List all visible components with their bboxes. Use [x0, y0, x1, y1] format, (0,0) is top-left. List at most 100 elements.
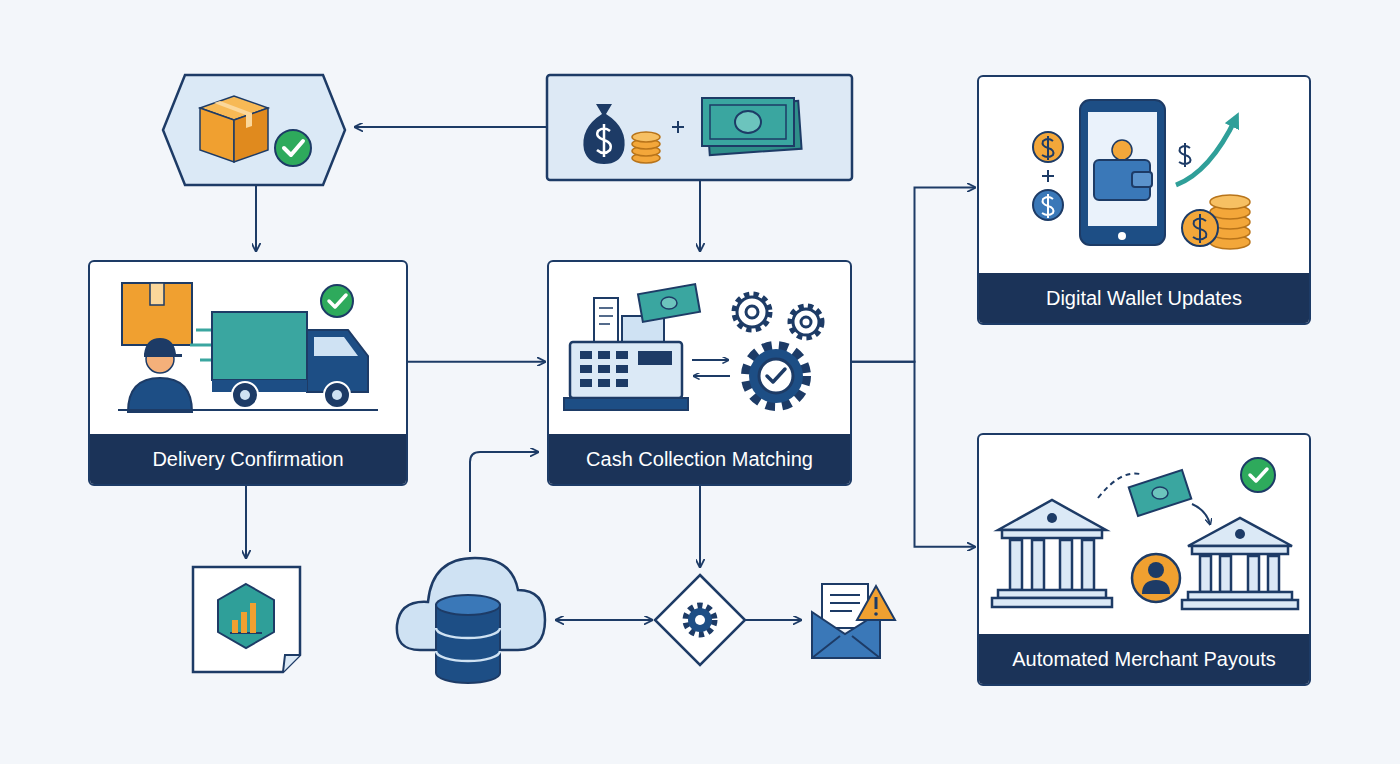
payout-illustration-part-part: [1248, 556, 1259, 592]
package-hexagon-part: [200, 108, 234, 162]
box-label: Cash Collection Matching: [586, 447, 813, 471]
decision-diamond-part: [655, 575, 745, 665]
matching-illustration-part-part: [598, 365, 610, 373]
wallet-illustration-part: [1210, 195, 1250, 209]
connector-group: [408, 188, 975, 547]
matching-illustration-part: [638, 284, 700, 322]
email-alert-part: [812, 636, 880, 658]
label-band: Delivery Confirmation: [90, 434, 406, 484]
process-box: Automated Merchant Payouts: [977, 433, 1311, 686]
payout-illustration-part-part: [998, 500, 1106, 530]
payout-illustration-part-part: [1268, 556, 1279, 592]
delivery-illustration-part: [321, 285, 353, 317]
matching-illustration-part: [793, 309, 819, 335]
delivery-illustration-part: [212, 312, 307, 380]
money-box-part: [583, 104, 624, 164]
report-icon: [193, 567, 300, 672]
matching-illustration-part: [746, 346, 806, 406]
delivery-illustration-part: [144, 338, 182, 357]
money-box-part: [547, 75, 852, 180]
flow-arrow-part: [556, 619, 652, 621]
matching-illustration-part: [580, 351, 672, 387]
email-alert-part: [830, 595, 860, 611]
flow-arrow-part: [699, 486, 701, 567]
report-icon-part: [193, 567, 300, 672]
payout-illustration-part-part: [992, 598, 1112, 607]
delivery-illustration-part: [232, 382, 258, 408]
cloud-database: [397, 558, 545, 683]
matching-illustration-part: [759, 359, 793, 393]
matching-illustration-part: [622, 316, 664, 342]
money-box-part: [735, 111, 761, 133]
email-alert: [812, 584, 895, 658]
matching-illustration: [564, 284, 821, 410]
wallet-illustration-part: [1088, 112, 1157, 226]
delivery-illustration-part: [128, 378, 192, 412]
wallet-illustration-part: [1042, 170, 1054, 182]
process-box: Cash Collection Matching: [547, 260, 852, 486]
box-label: Automated Merchant Payouts: [1012, 647, 1275, 671]
payout-illustration-part-part: [1192, 546, 1288, 554]
label-band: Automated Merchant Payouts: [979, 634, 1309, 684]
matching-illustration-part-part: [638, 351, 672, 365]
email-alert-part: [875, 597, 878, 609]
matching-illustration-part-part: [598, 379, 610, 387]
money-box-part: [632, 132, 660, 142]
delivery-illustration-part: [314, 337, 358, 356]
matching-illustration-part: [735, 295, 769, 329]
delivery-illustration-part: [324, 382, 350, 408]
process-box: Delivery Confirmation: [88, 260, 408, 486]
wallet-illustration-part: [1042, 136, 1053, 160]
payout-illustration-part: [1148, 562, 1164, 578]
report-icon-part: [241, 612, 247, 633]
money-box-part: [672, 121, 684, 133]
box-label: Digital Wallet Updates: [1046, 286, 1242, 310]
flow-connector: [408, 361, 545, 363]
label-band: Digital Wallet Updates: [979, 273, 1309, 323]
package-hexagon-part: [275, 130, 311, 166]
decision-diamond: [655, 575, 745, 665]
label-band: Cash Collection Matching: [549, 434, 850, 484]
payout-illustration-part: [1250, 469, 1267, 481]
wallet-illustration: [1033, 100, 1250, 249]
payout-illustration-part: [1192, 504, 1210, 524]
wallet-illustration-part: [1132, 172, 1152, 187]
matching-illustration-part: [661, 297, 677, 309]
cloud-database-part: [436, 605, 500, 683]
payout-illustration-part-part: [1188, 592, 1292, 600]
payout-illustration-part-part: [1002, 530, 1102, 538]
cloud-database-part: [436, 628, 500, 661]
payout-illustration-part-part: [1060, 540, 1072, 590]
wallet-illustration-part: [1182, 210, 1218, 246]
package-hexagon-part: [284, 141, 303, 155]
money-box-part: [702, 98, 794, 146]
report-icon-part: [218, 584, 274, 648]
flow-arrow-part: [355, 126, 547, 128]
report-icon-part: [250, 603, 256, 633]
delivery-illustration-part: [307, 330, 368, 392]
delivery-illustration-part: [150, 283, 164, 305]
money-box: [547, 75, 852, 180]
delivery-illustration-part: [190, 330, 226, 360]
matching-illustration-part: [564, 398, 688, 410]
wallet-illustration-part: [1080, 100, 1165, 245]
matching-illustration-part: [692, 359, 728, 361]
matching-illustration-part-part: [616, 365, 628, 373]
matching-illustration-part: [746, 306, 758, 318]
matching-illustration-part: [801, 317, 811, 327]
wallet-illustration-part: [1033, 190, 1063, 220]
cloud-database-part: [436, 595, 500, 615]
package-hexagon-part: [214, 101, 252, 128]
matching-illustration-part: [767, 369, 785, 382]
payout-illustration-part-part: [1200, 556, 1211, 592]
payout-illustration-part: [1235, 529, 1245, 539]
matching-illustration-part: [599, 308, 613, 324]
payout-illustration-part: [1142, 580, 1170, 594]
wallet-illustration-part: [1176, 118, 1236, 185]
box-label: Delivery Confirmation: [152, 447, 343, 471]
wallet-illustration-part: [1210, 205, 1250, 219]
payout-illustration-part: [1152, 487, 1168, 499]
wallet-illustration-part: [1210, 215, 1250, 229]
payout-illustration-part: [992, 500, 1298, 609]
